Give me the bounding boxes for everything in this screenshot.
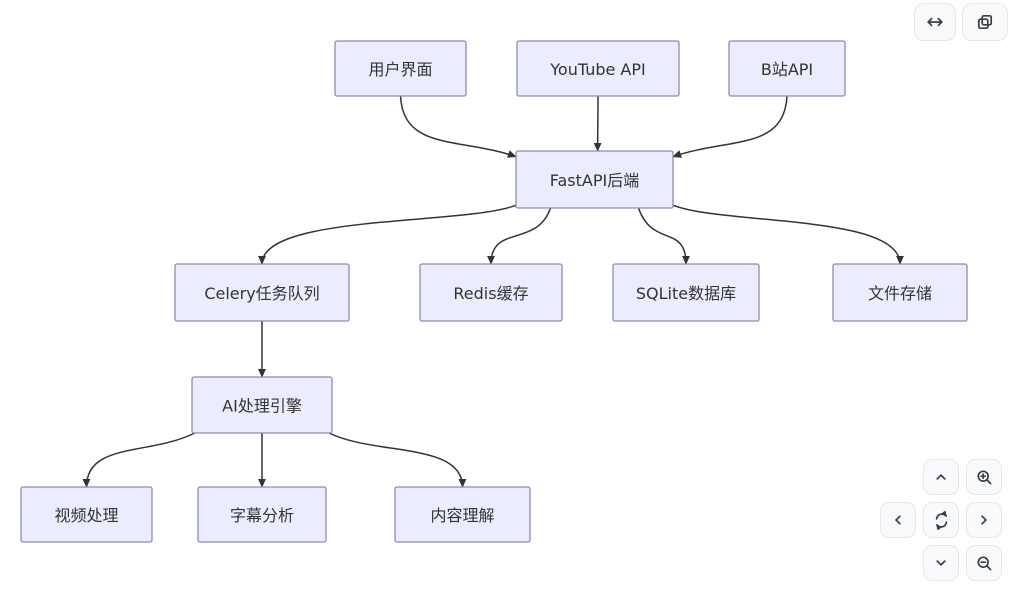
copy-button[interactable] bbox=[962, 3, 1008, 41]
node-rect bbox=[174, 263, 350, 322]
node-bilibili: B站API bbox=[728, 40, 846, 97]
node-label: Redis缓存 bbox=[453, 284, 528, 303]
edge-ai-video bbox=[82, 432, 196, 488]
node-rect bbox=[516, 40, 680, 97]
chevron-up-icon bbox=[936, 474, 946, 480]
chevron-right-icon bbox=[981, 515, 987, 525]
chevron-left-icon bbox=[895, 515, 901, 525]
node-rect bbox=[394, 486, 531, 543]
copy-icon bbox=[977, 14, 993, 30]
node-ai: AI处理引擎 bbox=[191, 376, 333, 434]
node-label: YouTube API bbox=[549, 60, 645, 79]
node-rect bbox=[728, 40, 846, 97]
node-rect bbox=[191, 376, 333, 434]
edge-fastapi-storage bbox=[672, 204, 904, 265]
edge-bilibili-fastapi bbox=[672, 95, 788, 158]
node-label: 视频处理 bbox=[54, 506, 118, 525]
zoom-out-icon bbox=[976, 555, 991, 570]
zoom-in-icon bbox=[976, 469, 991, 484]
diagram-edges bbox=[82, 95, 904, 488]
arrows-horizontal-icon bbox=[927, 17, 943, 27]
node-label: AI处理引擎 bbox=[222, 397, 302, 416]
node-ui: 用户界面 bbox=[334, 40, 467, 97]
node-subtitle: 字幕分析 bbox=[197, 486, 327, 543]
node-rect bbox=[334, 40, 467, 97]
node-content: 内容理解 bbox=[394, 486, 531, 543]
pan-up-button[interactable] bbox=[923, 459, 959, 495]
node-label: B站API bbox=[761, 60, 813, 79]
diagram-nodes: 用户界面 YouTube API B站API FastAPI后端 Celery任务队列 R… bbox=[20, 40, 968, 543]
node-redis: Redis缓存 bbox=[419, 263, 563, 322]
node-rect bbox=[419, 263, 563, 322]
sync-icon bbox=[935, 510, 947, 530]
edge-fastapi-redis bbox=[487, 207, 552, 265]
node-rect bbox=[197, 486, 327, 543]
node-storage: 文件存储 bbox=[832, 263, 968, 322]
pan-right-button[interactable] bbox=[966, 502, 1002, 538]
node-rect bbox=[832, 263, 968, 322]
node-label: 文件存储 bbox=[868, 284, 932, 303]
node-rect bbox=[515, 150, 674, 209]
zoom-out-button[interactable] bbox=[966, 545, 1002, 581]
node-label: Celery任务队列 bbox=[204, 284, 319, 303]
reset-view-button[interactable] bbox=[923, 502, 959, 538]
node-label: SQLite数据库 bbox=[636, 284, 736, 303]
pan-down-button[interactable] bbox=[923, 545, 959, 581]
node-fastapi: FastAPI后端 bbox=[515, 150, 674, 209]
node-sqlite: SQLite数据库 bbox=[612, 263, 760, 322]
node-label: 字幕分析 bbox=[230, 506, 294, 525]
node-rect bbox=[20, 486, 153, 543]
node-youtube: YouTube API bbox=[516, 40, 680, 97]
node-rect bbox=[612, 263, 760, 322]
node-label: 用户界面 bbox=[368, 60, 432, 79]
fit-width-button[interactable] bbox=[914, 3, 956, 41]
edge-fastapi-sqlite bbox=[637, 207, 690, 265]
edge-ai-content bbox=[328, 432, 467, 488]
zoom-in-button[interactable] bbox=[966, 459, 1002, 495]
node-label: FastAPI后端 bbox=[550, 171, 639, 190]
chevron-down-icon bbox=[936, 560, 946, 566]
edge-fastapi-celery bbox=[258, 204, 517, 265]
node-celery: Celery任务队列 bbox=[174, 263, 350, 322]
node-label: 内容理解 bbox=[430, 506, 494, 525]
node-video: 视频处理 bbox=[20, 486, 153, 543]
edge-ui-fastapi bbox=[399, 95, 517, 158]
pan-left-button[interactable] bbox=[880, 502, 916, 538]
